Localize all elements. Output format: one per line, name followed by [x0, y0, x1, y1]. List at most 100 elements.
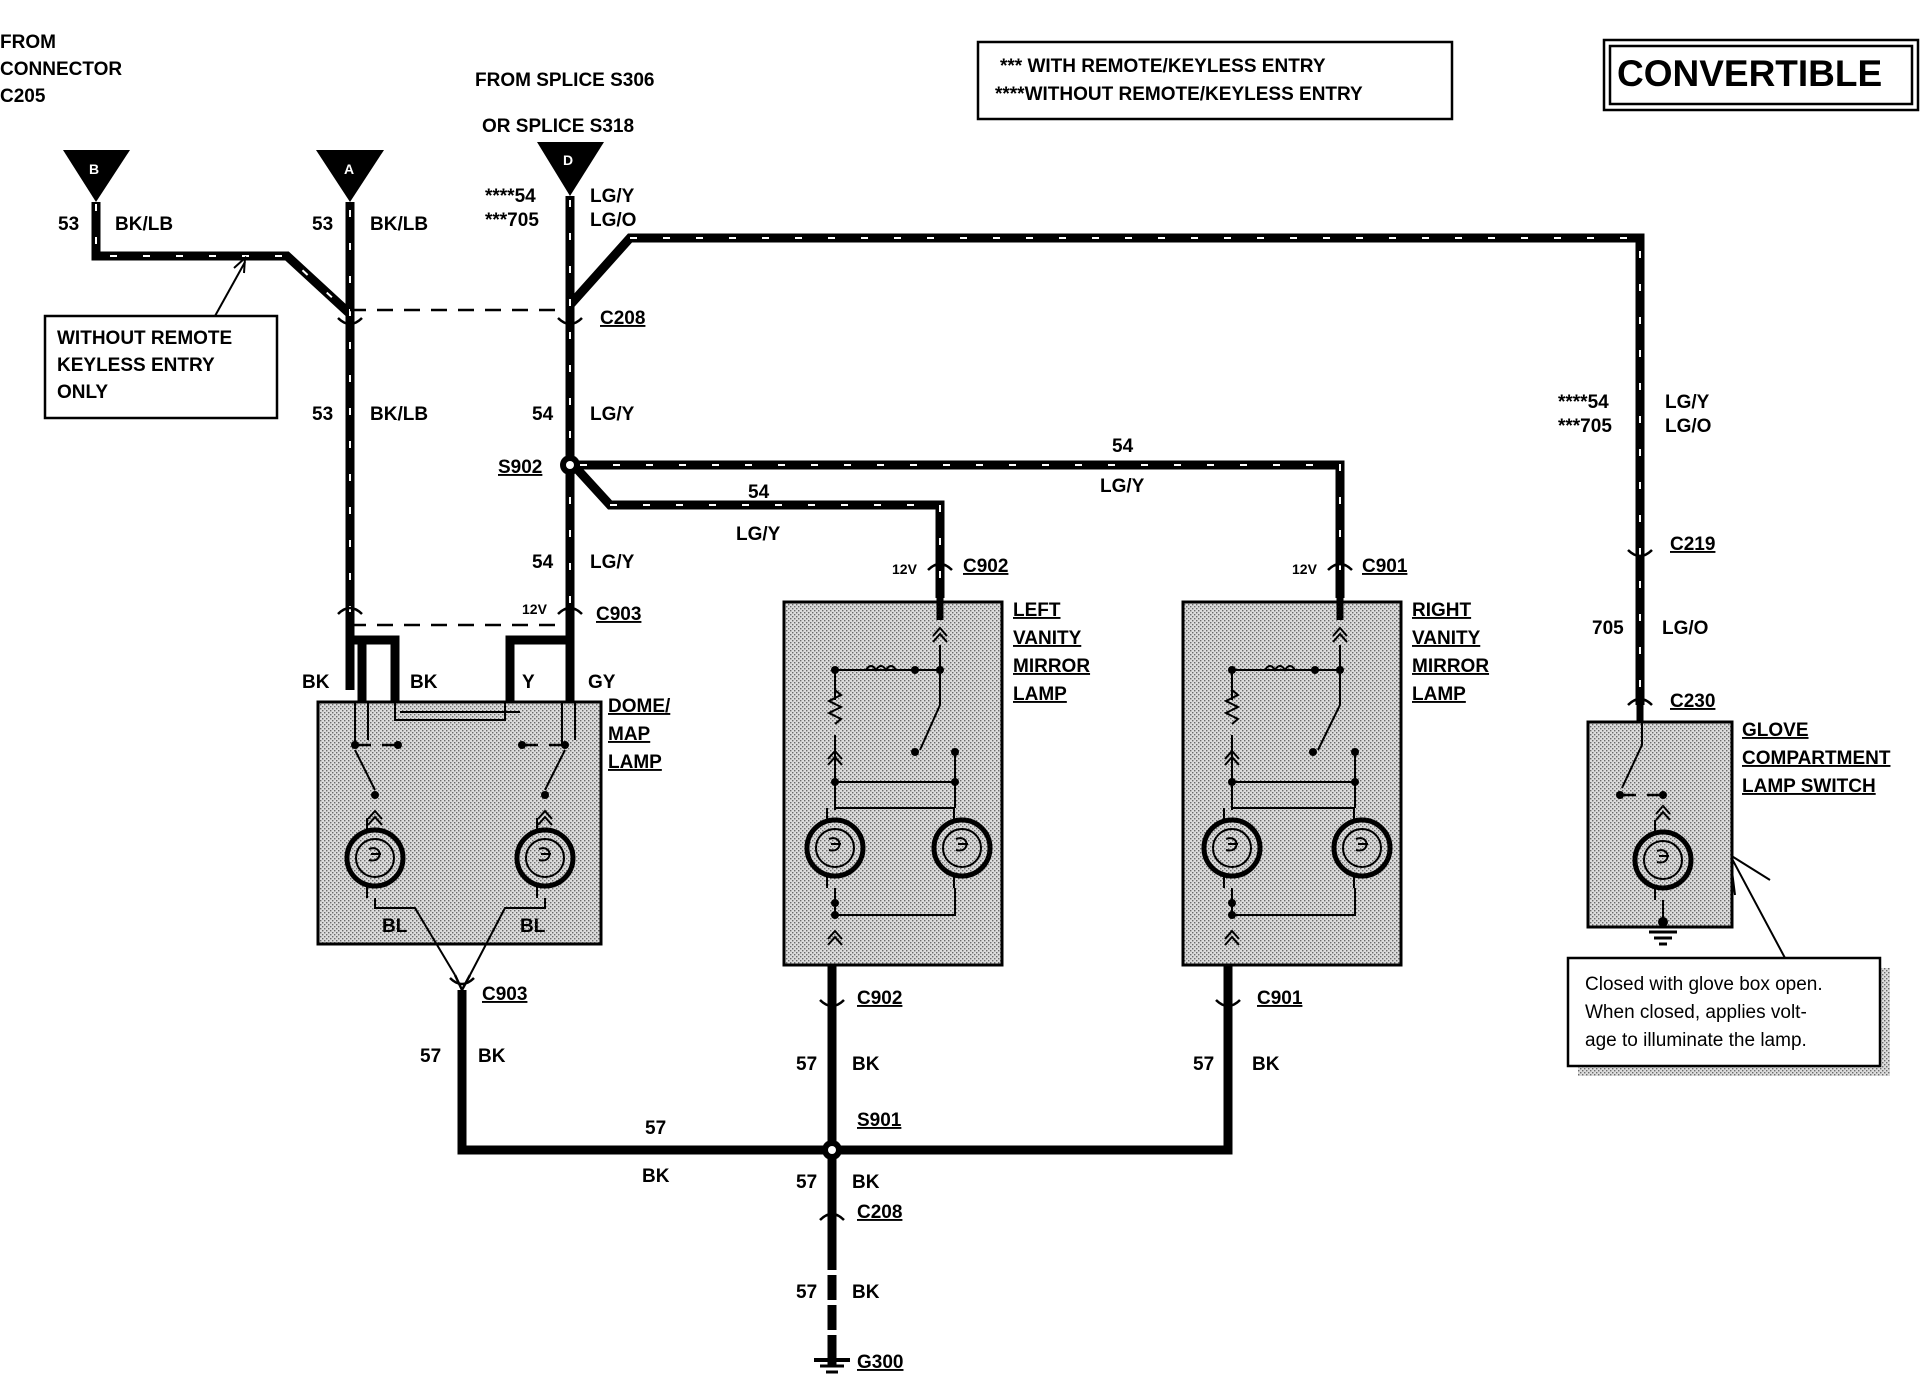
svg-text:LAMP: LAMP [1013, 684, 1067, 705]
label-c208-bottom: C208 [857, 1202, 902, 1223]
label-c230: C230 [1670, 691, 1715, 712]
svg-text:BL: BL [520, 916, 546, 937]
svg-text:LAMP SWITCH: LAMP SWITCH [1742, 776, 1876, 797]
svg-text:53: 53 [58, 214, 79, 235]
legend-box: *** WITH REMOTE/KEYLESS ENTRY ****WITHOU… [976, 40, 1454, 121]
svg-text:MAP: MAP [608, 724, 651, 745]
svg-text:705: 705 [1592, 618, 1624, 639]
svg-text:57: 57 [645, 1118, 666, 1139]
source-splice-label: FROM SPLICE S306 OR SPLICE S318 [475, 70, 655, 137]
svg-text:D: D [563, 152, 573, 168]
without-remote-note: WITHOUT REMOTE KEYLESS ENTRY ONLY [43, 255, 279, 420]
svg-text:57: 57 [420, 1046, 441, 1067]
source-connector-label: FROM CONNECTOR C205 [0, 32, 122, 107]
svg-text:***705: ***705 [1558, 416, 1612, 437]
terminal-b: B [63, 150, 130, 202]
svg-text:BK: BK [1252, 1054, 1280, 1075]
svg-text:54: 54 [532, 404, 554, 425]
svg-text:Closed with glove box open.: Closed with glove box open. [1585, 974, 1823, 995]
svg-text:LG/O: LG/O [1665, 416, 1711, 437]
svg-text:MIRROR: MIRROR [1013, 656, 1090, 677]
terminal-d: D [537, 142, 604, 196]
dome-map-lamp [316, 620, 603, 993]
left-vanity-label: LEFT VANITY MIRROR LAMP [1013, 600, 1090, 705]
convertible-badge: CONVERTIBLE [1602, 38, 1920, 112]
svg-text:ONLY: ONLY [57, 382, 108, 403]
svg-text:12V: 12V [892, 561, 918, 577]
svg-text:FROM: FROM [0, 32, 56, 53]
svg-text:12V: 12V [1292, 561, 1318, 577]
legend-without-remote: ****WITHOUT REMOTE/KEYLESS ENTRY [995, 84, 1363, 105]
glove-switch-label: GLOVE COMPARTMENT LAMP SWITCH [1742, 720, 1891, 797]
svg-text:53: 53 [312, 404, 333, 425]
svg-text:CONVERTIBLE: CONVERTIBLE [1617, 53, 1882, 94]
svg-text:LG/Y: LG/Y [590, 552, 635, 573]
svg-text:LG/Y: LG/Y [590, 404, 635, 425]
svg-text:BL: BL [382, 916, 408, 937]
svg-text:MIRROR: MIRROR [1412, 656, 1489, 677]
svg-text:57: 57 [796, 1054, 817, 1075]
svg-text:BK/LB: BK/LB [370, 214, 428, 235]
ground-wire-breaks [824, 1270, 840, 1335]
svg-text:C205: C205 [0, 86, 46, 107]
svg-text:LG/Y: LG/Y [1100, 476, 1145, 497]
wire-stripes [95, 200, 1641, 700]
left-vanity-mirror-lamp [782, 598, 1004, 1000]
label-c903-bottom: C903 [482, 984, 527, 1005]
svg-text:57: 57 [1193, 1054, 1214, 1075]
svg-text:VANITY: VANITY [1013, 628, 1082, 649]
dome-map-lamp-label: DOME/ MAP LAMP [608, 696, 671, 773]
svg-text:LG/O: LG/O [1662, 618, 1708, 639]
label-c901-top: C901 [1362, 556, 1408, 577]
svg-text:LG/O: LG/O [590, 210, 636, 231]
svg-text:CONNECTOR: CONNECTOR [0, 59, 122, 80]
svg-text:BK: BK [852, 1054, 880, 1075]
svg-text:54: 54 [532, 552, 554, 573]
svg-text:54: 54 [748, 482, 770, 503]
svg-text:LAMP: LAMP [608, 752, 662, 773]
svg-text:OR SPLICE S318: OR SPLICE S318 [482, 116, 634, 137]
wire-labels: 53 BK/LB 53 BK/LB ****54 LG/Y ***705 LG/… [58, 186, 1711, 1303]
svg-text:57: 57 [796, 1172, 817, 1193]
svg-text:COMPARTMENT: COMPARTMENT [1742, 748, 1891, 769]
label-c902-top: C902 [963, 556, 1008, 577]
glove-note: Closed with glove box open. When closed,… [1566, 852, 1890, 1076]
svg-text:RIGHT: RIGHT [1412, 600, 1472, 621]
svg-text:54: 54 [1112, 436, 1134, 457]
svg-text:****54: ****54 [485, 186, 536, 207]
svg-text:A: A [344, 161, 354, 177]
ground-symbol [814, 1358, 850, 1374]
svg-text:BK/LB: BK/LB [370, 404, 428, 425]
label-c903-top: C903 [596, 604, 641, 625]
label-c219: C219 [1670, 534, 1715, 555]
svg-text:LG/Y: LG/Y [736, 524, 781, 545]
svg-text:BK: BK [410, 672, 438, 693]
right-vanity-label: RIGHT VANITY MIRROR LAMP [1412, 600, 1489, 705]
svg-text:***705: ***705 [485, 210, 539, 231]
connector-marks [337, 317, 1653, 1221]
svg-text:53: 53 [312, 214, 333, 235]
svg-text:Y: Y [522, 672, 535, 693]
svg-text:When closed, applies volt-: When closed, applies volt- [1585, 1002, 1807, 1023]
svg-text:LG/Y: LG/Y [1665, 392, 1710, 413]
svg-text:DOME/: DOME/ [608, 696, 671, 717]
dome-pin-labels: BK BK Y GY BL BL [302, 672, 616, 937]
svg-text:LEFT: LEFT [1013, 600, 1061, 621]
label-s902: S902 [498, 457, 542, 478]
svg-text:BK: BK [302, 672, 330, 693]
svg-text:12V: 12V [522, 601, 548, 617]
right-vanity-mirror-lamp [1181, 598, 1403, 967]
svg-text:BK: BK [852, 1282, 880, 1303]
svg-text:LAMP: LAMP [1412, 684, 1466, 705]
svg-text:GLOVE: GLOVE [1742, 720, 1809, 741]
svg-text:BK: BK [478, 1046, 506, 1067]
svg-text:BK/LB: BK/LB [115, 214, 173, 235]
svg-text:57: 57 [796, 1282, 817, 1303]
terminal-a: A [316, 150, 384, 202]
svg-text:****54: ****54 [1558, 392, 1609, 413]
connector-labels: C208 S902 C903 C902 C901 C219 C230 C903 … [482, 308, 1715, 1373]
svg-text:FROM SPLICE S306: FROM SPLICE S306 [475, 70, 655, 91]
label-c901-bottom: C901 [1257, 988, 1303, 1009]
legend-with-remote: *** WITH REMOTE/KEYLESS ENTRY [1000, 56, 1326, 77]
label-c208-top: C208 [600, 308, 645, 329]
